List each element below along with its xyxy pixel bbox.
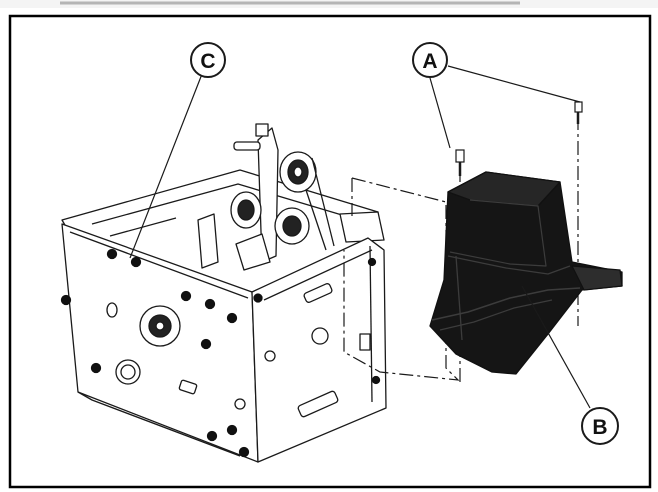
lower-link <box>235 233 271 271</box>
right-plate-edge <box>369 245 373 403</box>
callout-b: B <box>581 407 619 445</box>
leader-lines <box>129 65 591 409</box>
side-hole-small <box>264 350 276 362</box>
screw-right <box>574 101 583 124</box>
face-slot <box>178 379 198 395</box>
callout-circle <box>581 407 619 445</box>
screw-head <box>455 149 465 163</box>
bolt <box>90 362 102 374</box>
bolt <box>226 312 238 324</box>
bolt <box>200 338 212 350</box>
bolt <box>226 424 238 436</box>
cover-body <box>429 171 623 375</box>
cover-rib <box>455 255 463 341</box>
dashed-footprint <box>343 177 460 381</box>
left-plate-bottom-edge <box>77 391 241 457</box>
callout-circle <box>412 42 448 78</box>
lower-slot <box>297 390 339 418</box>
upper-slot <box>303 283 333 303</box>
bolt <box>180 290 192 302</box>
bolt <box>367 257 377 267</box>
bolt <box>371 375 381 385</box>
cover-flange <box>431 287 581 321</box>
callout-c: C <box>190 42 226 78</box>
drive-mechanism <box>197 123 335 271</box>
face-bolts <box>60 248 381 458</box>
bolt <box>253 293 263 303</box>
top-plate-inner-edge <box>91 183 353 225</box>
cover-top <box>447 171 561 207</box>
bolt <box>204 298 216 310</box>
bracket-cap <box>255 123 269 137</box>
drive-belt <box>305 189 327 251</box>
upper-pulley-center <box>293 166 303 178</box>
cover-flange-lower <box>439 299 553 331</box>
drive-belt <box>311 157 335 247</box>
lever-arm <box>197 213 219 269</box>
left-plate-top-edge <box>69 231 249 299</box>
mechanism-assembly <box>60 123 387 463</box>
leader-c <box>129 73 203 259</box>
bolt <box>106 248 118 260</box>
leader-a-right <box>447 65 581 103</box>
callout-label-a: A <box>422 50 437 73</box>
face-hole <box>106 302 118 318</box>
callout-label-b: B <box>592 416 607 439</box>
cover-front-edge <box>449 199 547 267</box>
leader-a-left <box>429 77 451 149</box>
bolt <box>130 256 142 268</box>
bolt <box>206 430 218 442</box>
figure-border <box>8 14 652 489</box>
callout-label-c: C <box>200 50 215 73</box>
leader-b <box>521 285 591 409</box>
main-shaft-center <box>155 321 165 331</box>
cover-tab <box>571 265 623 291</box>
face-hole-lower <box>234 398 246 410</box>
screw-left <box>455 149 465 176</box>
back-upright <box>339 211 385 243</box>
bolt <box>60 294 72 306</box>
lower-bearing-inner <box>120 364 136 380</box>
cover-part <box>429 171 623 375</box>
cover-shoulder <box>447 255 571 275</box>
screw-head <box>574 101 583 113</box>
right-plate-fold <box>263 249 373 301</box>
bolt <box>238 446 250 458</box>
drive-shaft-stub <box>233 141 261 151</box>
side-cutout <box>359 333 371 351</box>
right-roller-hub <box>282 215 302 237</box>
right-side-plate <box>251 237 387 463</box>
side-hole <box>311 327 329 345</box>
callout-a: A <box>412 42 448 78</box>
left-roller-hub <box>237 199 255 221</box>
callout-circle <box>190 42 226 78</box>
top-plate-rib <box>109 217 177 237</box>
